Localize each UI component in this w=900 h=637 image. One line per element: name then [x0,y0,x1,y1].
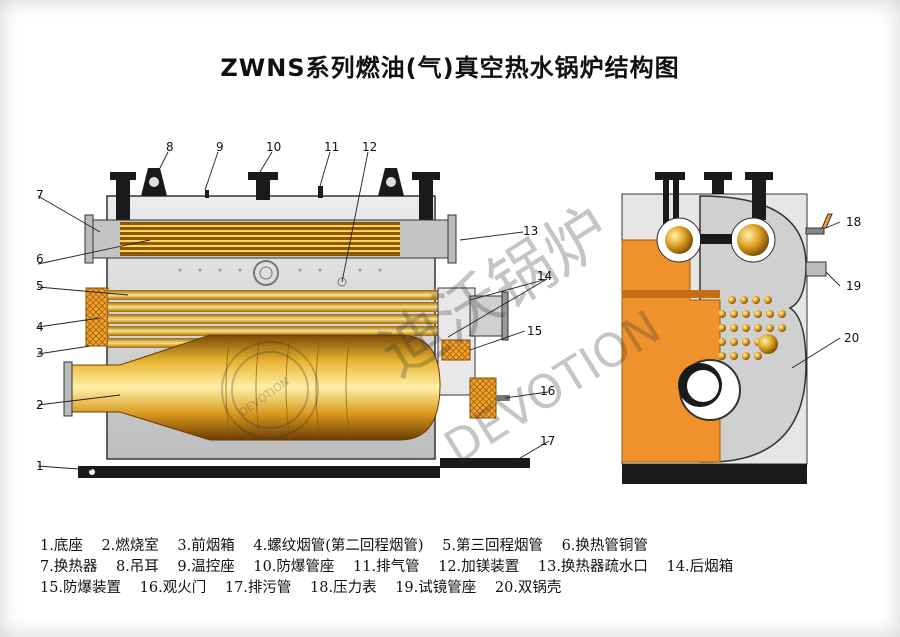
callout-8: 8 [166,140,174,154]
legend-item: 11.排气管 [353,559,420,575]
legend-item: 1.底座 [40,538,83,554]
callout-11: 11 [324,140,339,154]
tube-ball [754,352,762,360]
tube-ball [718,338,726,346]
callout-17: 17 [540,434,555,448]
callout-4: 4 [36,320,44,334]
legend-item: 7.换热器 [40,559,98,575]
callout-13: 13 [523,224,538,238]
legend-item: 4.螺纹烟管(第二回程烟管) [253,538,424,554]
tube-ball [742,352,750,360]
tube-ball [766,324,774,332]
tube-ball [730,324,738,332]
legend-item: 18.压力表 [310,580,377,596]
tube-ball [730,310,738,318]
legend-item: 6.换热管铜管 [561,538,648,554]
legend-item: 10.防爆管座 [253,559,335,575]
callout-12: 12 [362,140,377,154]
top-nozzles [110,172,440,220]
legend-item: 12.加镁装置 [438,559,520,575]
legend: 1.底座 2.燃烧室 3.前烟箱 4.螺纹烟管(第二回程烟管) 5.第三回程烟管… [40,536,880,599]
legend-item: 5.第三回程烟管 [442,538,543,554]
tube-ball [718,352,726,360]
tube-ball [778,324,786,332]
front-smoke-box [85,287,109,347]
legend-row-2: 7.换热器 8.吊耳 9.温控座 10.防爆管座 11.排气管 12.加镁装置 … [40,557,880,578]
legend-row-1: 1.底座 2.燃烧室 3.前烟箱 4.螺纹烟管(第二回程烟管) 5.第三回程烟管… [40,536,880,557]
legend-item: 16.观火门 [139,580,207,596]
legend-item: 19.试镜管座 [395,580,477,596]
legend-item: 17.排污管 [224,580,292,596]
callout-9: 9 [216,140,224,154]
tube-ball [752,296,760,304]
tube-ball [730,352,738,360]
callout-labels: 1 2 3 4 5 6 7 8 9 10 11 12 13 14 15 16 1… [36,140,861,473]
callout-1: 1 [36,459,44,473]
callout-lines [37,151,841,471]
callout-5: 5 [36,279,44,293]
tube-ball [742,338,750,346]
tube-ball [728,296,736,304]
callout-7: 7 [36,188,44,202]
magnesium-device [337,277,347,287]
base [78,466,440,478]
front-view [621,172,833,484]
sight-glass-seat [805,261,827,277]
tube-ball [766,310,774,318]
callout-2: 2 [36,398,44,412]
callout-14: 14 [537,269,552,283]
legend-item: 8.吊耳 [115,559,159,575]
callout-20: 20 [844,331,859,345]
tube-ball [764,296,772,304]
callout-15: 15 [527,324,542,338]
legend-item: 15.防爆装置 [40,580,122,596]
tube-ball [742,324,750,332]
legend-row-3: 15.防爆装置 16.观火门 17.排污管 18.压力表 19.试镜管座 20.… [40,578,880,599]
legend-item: 14.后烟箱 [666,559,734,575]
tube-ball [718,324,726,332]
tube-ball [754,324,762,332]
legend-item: 2.燃烧室 [101,538,159,554]
drain-pipe [440,458,530,468]
legend-item: 20.双锅壳 [494,580,562,596]
tube-ball [730,338,738,346]
callout-16: 16 [540,384,555,398]
temperature-control-port [253,260,279,286]
tube-ball [718,310,726,318]
heat-exchanger [84,214,457,264]
callout-10: 10 [266,140,281,154]
callout-3: 3 [36,346,44,360]
tube-sheet [718,296,786,360]
callout-6: 6 [36,252,44,266]
tube-ball [742,310,750,318]
tube-ball [754,310,762,318]
legend-item: 3.前烟箱 [177,538,235,554]
page-title: ZWNS系列燃油(气)真空热水锅炉结构图 [220,54,680,82]
tube-ball [778,310,786,318]
callout-19: 19 [846,279,861,293]
side-view [63,168,530,478]
legend-item: 9.温控座 [177,559,235,575]
callout-18: 18 [846,215,861,229]
tube-ball [740,296,748,304]
legend-item: 13.换热器疏水口 [537,559,648,575]
